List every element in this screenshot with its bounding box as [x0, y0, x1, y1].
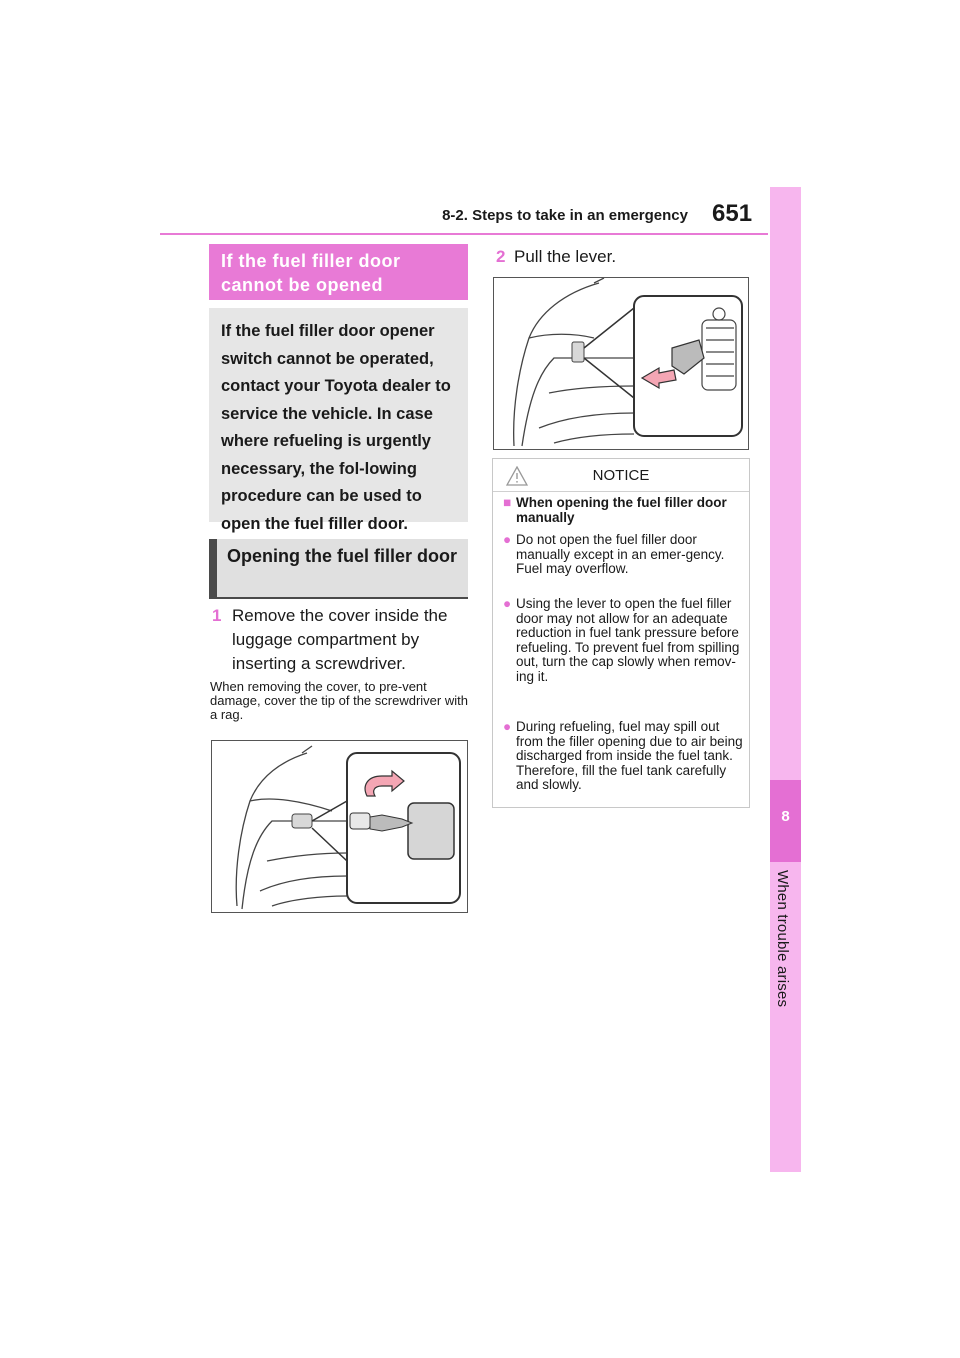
- step-2-number: 2: [496, 247, 506, 266]
- warning-triangle-icon: [506, 466, 528, 486]
- remove-cover-illustration: [235, 745, 461, 910]
- notice-heading-text: When opening the fuel filler door manual…: [516, 495, 727, 525]
- notice-item-text: Using the lever to open the fuel filler …: [516, 596, 740, 684]
- header-divider: [160, 233, 768, 235]
- notice-divider: [493, 491, 749, 492]
- sub-heading-rule: [209, 597, 468, 599]
- notice-item-text: Do not open the fuel filler door manuall…: [516, 532, 725, 576]
- sub-heading: Opening the fuel filler door: [209, 539, 468, 597]
- round-bullet-icon: ●: [503, 719, 512, 734]
- step-1-text: Remove the cover inside the luggage comp…: [232, 606, 448, 673]
- main-heading: If the fuel filler door cannot be opened: [209, 244, 468, 300]
- notice-box: NOTICE ■ When opening the fuel filler do…: [492, 458, 750, 808]
- chapter-number: 8: [781, 808, 790, 825]
- chapter-label: When trouble arises: [774, 870, 791, 1008]
- chapter-number-tab: [770, 780, 801, 862]
- figure-pull-lever: [493, 277, 749, 450]
- step-1-note: When removing the cover, to pre-vent dam…: [210, 679, 468, 722]
- figure-remove-cover: [211, 740, 468, 913]
- pull-lever-illustration: [513, 278, 743, 447]
- round-bullet-icon: ●: [503, 596, 512, 611]
- step-2-text: Pull the lever.: [514, 247, 617, 266]
- page-number: 651: [712, 200, 753, 227]
- square-bullet-icon: ■: [503, 495, 512, 510]
- header-section-title: 8-2. Steps to take in an emergency: [442, 207, 688, 224]
- intro-box: If the fuel filler door opener switch ca…: [209, 308, 468, 533]
- step-1-number: 1: [212, 606, 222, 625]
- notice-item-text: During refueling, fuel may spill out fro…: [516, 719, 743, 792]
- round-bullet-icon: ●: [503, 532, 512, 547]
- chapter-side-tab: [770, 187, 801, 1172]
- notice-title: NOTICE: [592, 467, 650, 484]
